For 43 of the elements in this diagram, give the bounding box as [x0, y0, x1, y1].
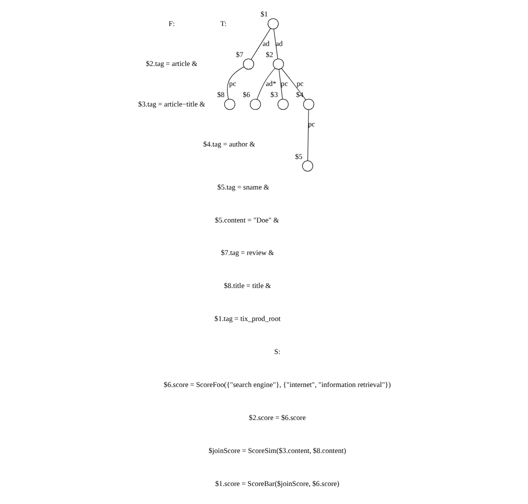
label: $1.tag = tix_prod_root [214, 314, 280, 324]
node-circle [303, 98, 314, 110]
connector [307, 109, 309, 161]
node-circle [272, 58, 284, 70]
node-label: $2 [266, 50, 274, 59]
node-circle [224, 98, 236, 110]
connector [227, 66, 244, 100]
label: S: [274, 347, 280, 356]
edge-label: ad [276, 38, 283, 48]
node-label: $7 [236, 50, 244, 59]
label: $7.tag = review & [220, 248, 274, 258]
label: $5.content = "Doe" & [215, 215, 279, 224]
connector [278, 69, 283, 100]
label: F: [168, 18, 175, 28]
connector [256, 68, 276, 100]
edge-label: pc [280, 79, 288, 88]
label: $6.score = ScoreFoo({"search engine"}, {"internet", "information retrieval"}) [164, 380, 391, 389]
node-circle [243, 58, 254, 70]
label: $joinScore = ScoreSim($3.content, $8.content) [208, 446, 346, 455]
edge-label: ad* [266, 79, 276, 88]
connector [281, 68, 306, 100]
node-label: $3 [270, 90, 278, 100]
node-circle [250, 98, 261, 110]
label: $3.tag = article−title & [138, 99, 206, 108]
label: $8.title = title & [224, 281, 272, 290]
node-label: $5 [295, 152, 302, 161]
edge-label: pc [296, 79, 304, 88]
node-label: $8 [217, 90, 225, 100]
node-circle [278, 98, 289, 110]
label: T: [220, 18, 227, 28]
connector [250, 28, 271, 60]
label: $5.tag = sname & [217, 182, 270, 192]
edge-label: pc [229, 79, 236, 88]
node-label: $1 [260, 10, 268, 19]
label: $2.score = $6.score [248, 412, 306, 422]
node-circle [302, 160, 314, 172]
label: $4.tag = author & [203, 140, 256, 149]
node-circle [268, 18, 279, 30]
connector [274, 28, 278, 59]
label: $1.score = ScoreBar($joinScore, $6.score) [215, 478, 340, 488]
label: $2.tag = article & [146, 59, 198, 68]
edge-label: ad [262, 38, 270, 48]
node-label: $6 [242, 90, 250, 100]
